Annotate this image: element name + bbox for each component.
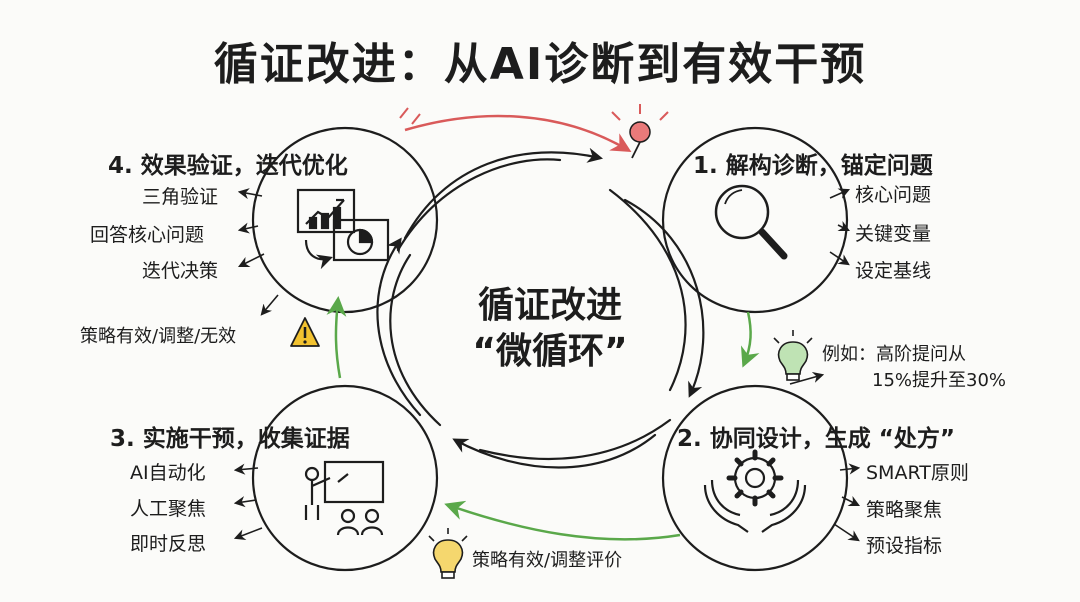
example-note-line1: 例如：高阶提问从 — [822, 344, 966, 365]
green-arrow-left — [326, 296, 347, 379]
step-4-item: 迭代决策 — [142, 260, 219, 282]
green-arrow-bottom — [444, 500, 681, 541]
step-circles — [251, 126, 849, 572]
result-note: 策略有效/调整/无效 — [80, 326, 237, 347]
step-1-item: 设定基线 — [855, 260, 932, 282]
step-1-item: 核心问题 — [855, 184, 932, 206]
cycle-arrow-top — [403, 147, 604, 240]
red-pin-icon — [399, 104, 669, 159]
step-4-item: 回答核心问题 — [90, 224, 205, 246]
step-3-item: 即时反思 — [130, 533, 207, 555]
cycle-arrow-bottom — [452, 433, 657, 469]
lightbulb-icon — [428, 528, 468, 579]
page-title: 循证改进：从AI诊断到有效干预 — [213, 39, 867, 90]
step-3-title: 3. 实施干预，收集证据 — [110, 426, 350, 452]
central-cycle — [376, 147, 705, 469]
gear-hands-icon — [703, 449, 807, 533]
step-2-item: SMART原则 — [866, 462, 969, 484]
cycle-arrow-right — [623, 198, 705, 398]
center-label-line2: “微循环” — [472, 331, 628, 372]
red-transition-arrow — [404, 114, 632, 153]
chart-report-icon — [296, 188, 390, 270]
step-1-title: 1. 解构诊断，锚定问题 — [693, 153, 933, 179]
evaluation-note: 策略有效/调整评价 — [472, 550, 623, 571]
teacher-board-icon — [304, 460, 385, 536]
circle-step-3 — [251, 384, 439, 572]
step-2-title: 2. 协同设计，生成 “处方” — [677, 426, 955, 452]
magnifier-icon — [714, 184, 788, 260]
circle-step-2 — [661, 384, 849, 572]
circle-step-1 — [661, 126, 849, 314]
example-note-line2: 15%提升至30% — [872, 370, 1007, 391]
step-4-title: 4. 效果验证，迭代优化 — [108, 153, 348, 179]
warning-icon — [290, 317, 320, 347]
step-2-item: 策略聚焦 — [866, 499, 943, 521]
green-arrow-right — [740, 311, 760, 368]
step-2-item: 预设指标 — [866, 535, 943, 557]
lightbulb-icon — [773, 330, 813, 381]
step-3-item: 人工聚焦 — [130, 498, 207, 520]
center-label-line1: 循证改进 — [477, 285, 622, 326]
item-connectors — [233, 188, 861, 542]
step-4-item: 三角验证 — [142, 186, 219, 208]
step-1-item: 关键变量 — [855, 223, 932, 245]
cycle-arrow-left — [376, 237, 422, 417]
step-3-item: AI自动化 — [130, 462, 206, 484]
